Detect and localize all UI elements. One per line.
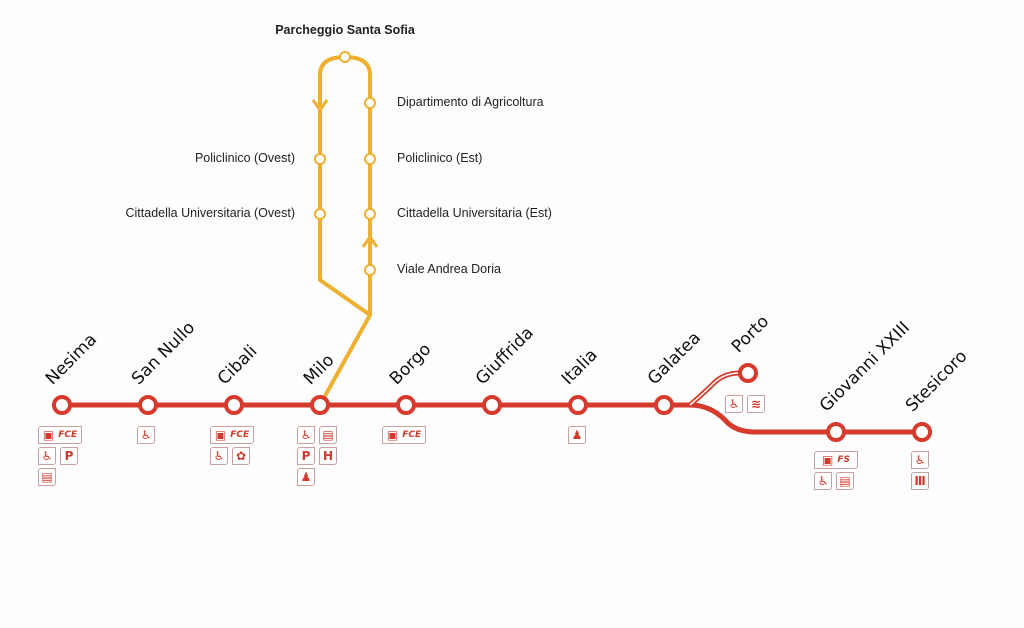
flower-icon: ✿: [232, 447, 250, 465]
ship-icon: ≋: [747, 395, 765, 413]
university-icon: ♟: [297, 468, 315, 486]
station-marker[interactable]: [396, 395, 416, 415]
station-services: ▣FCE: [382, 426, 426, 444]
station-marker[interactable]: [738, 363, 758, 383]
station-marker[interactable]: [912, 422, 932, 442]
direction-arrow-down: [311, 99, 329, 113]
station-marker[interactable]: [568, 395, 588, 415]
wheelchair-icon: ♿: [137, 426, 155, 444]
station-services: ♟: [568, 426, 586, 444]
station-marker[interactable]: [364, 153, 376, 165]
station-label[interactable]: Policlinico (Est): [397, 151, 483, 165]
direction-arrow-up: [361, 234, 379, 248]
station-label[interactable]: Parcheggio Santa Sofia: [275, 23, 415, 37]
station-marker[interactable]: [314, 208, 326, 220]
station-services: ♿Ⅲ: [911, 451, 929, 490]
parking-icon: P: [60, 447, 78, 465]
wheelchair-icon: ♿: [725, 395, 743, 413]
university-icon: ♟: [568, 426, 586, 444]
bus-icon: ▤: [38, 468, 56, 486]
station-marker[interactable]: [310, 395, 330, 415]
red-line: [62, 402, 922, 435]
station-marker[interactable]: [364, 208, 376, 220]
station-label[interactable]: Dipartimento di Agricoltura: [397, 95, 544, 109]
wheelchair-icon: ♿: [911, 451, 929, 469]
station-marker[interactable]: [364, 97, 376, 109]
wheelchair-icon: ♿: [814, 472, 832, 490]
station-marker[interactable]: [224, 395, 244, 415]
hospital-icon: H: [319, 447, 337, 465]
station-services: ▣FS ♿▤: [814, 451, 858, 490]
wheelchair-icon: ♿: [38, 447, 56, 465]
station-marker[interactable]: [826, 422, 846, 442]
train-fce-icon: ▣FCE: [210, 426, 254, 444]
train-fce-icon: ▣FCE: [382, 426, 426, 444]
station-marker[interactable]: [138, 395, 158, 415]
parking-icon: P: [297, 447, 315, 465]
station-services: ▣FCE ♿P▤: [38, 426, 82, 486]
station-label[interactable]: Cittadella Universitaria (Ovest): [125, 206, 296, 220]
station-label[interactable]: Policlinico (Ovest): [194, 151, 295, 165]
station-marker[interactable]: [364, 264, 376, 276]
train-fs-icon: ▣FS: [814, 451, 858, 469]
bus-icon: ▤: [319, 426, 337, 444]
station-marker[interactable]: [52, 395, 72, 415]
station-marker[interactable]: [339, 51, 351, 63]
station-marker[interactable]: [654, 395, 674, 415]
station-label[interactable]: Cittadella Universitaria (Est): [397, 206, 552, 220]
train-fce-icon: ▣FCE: [38, 426, 82, 444]
station-label[interactable]: Viale Andrea Doria: [397, 262, 502, 276]
wheelchair-icon: ♿: [297, 426, 315, 444]
station-services: ♿: [137, 426, 155, 444]
station-services: ▣FCE ♿✿: [210, 426, 254, 465]
station-marker[interactable]: [482, 395, 502, 415]
station-services: ♿≋: [725, 395, 765, 413]
station-marker[interactable]: [314, 153, 326, 165]
wheelchair-icon: ♿: [210, 447, 228, 465]
bus-icon: ▤: [836, 472, 854, 490]
museum-icon: Ⅲ: [911, 472, 929, 490]
